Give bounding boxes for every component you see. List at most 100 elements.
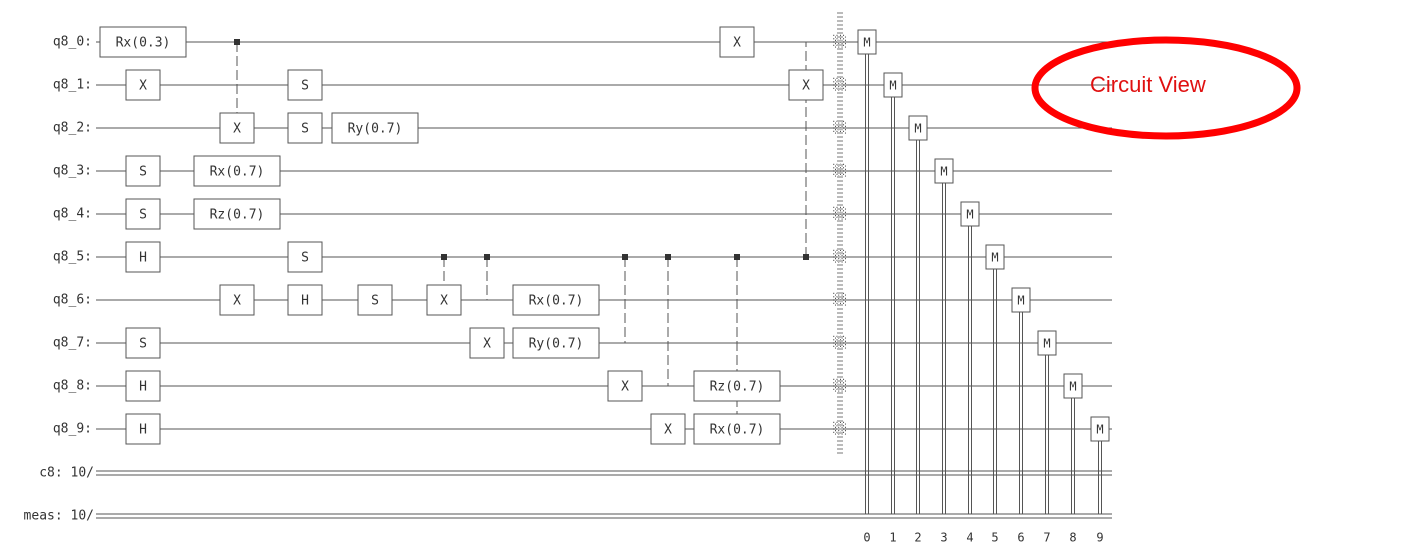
gate-box: [719, 26, 755, 58]
measure-index: 1: [889, 531, 896, 545]
measure-label: M: [966, 208, 973, 222]
label-layer: q8_0: q8_1: q8_2: q8_3: q8_4: q8_5: q8_6…: [24, 35, 94, 524]
gate-box: [512, 327, 600, 359]
qubit-label: q8_0:: [53, 35, 92, 50]
measure-box: [908, 115, 928, 141]
measure-label: M: [1017, 294, 1024, 308]
gate-box: [193, 198, 281, 230]
gate-box: [125, 198, 161, 230]
gate-label: H: [301, 294, 309, 309]
measure-box: [1011, 287, 1031, 313]
control-dot: [622, 254, 628, 260]
gate-label: H: [139, 251, 147, 266]
gate-box: [788, 69, 824, 101]
gate-label: Rx(0.7): [210, 165, 265, 180]
gate-box: [287, 284, 323, 316]
measure-box: [1090, 416, 1110, 442]
gate-label: H: [139, 380, 147, 395]
gate-box: [219, 284, 255, 316]
gate-box: [287, 241, 323, 273]
gate-label: X: [802, 79, 810, 94]
gate-label: Ry(0.7): [348, 122, 403, 137]
measure-label: M: [1096, 423, 1103, 437]
qubit-label: q8_7:: [53, 336, 92, 351]
gate-label: X: [233, 122, 241, 137]
barrier-mark: ░░: [833, 293, 846, 306]
measure-index: 6: [1017, 531, 1024, 545]
gate-layer: Rx(0.3)XSSHSHHXRx(0.7)Rz(0.7)XSSSHRy(0.7…: [99, 26, 824, 445]
gate-label: Ry(0.7): [529, 337, 584, 352]
gate-box: [125, 155, 161, 187]
gate-label: S: [139, 337, 147, 352]
measure-label: M: [914, 122, 921, 136]
measure-index: 4: [966, 531, 973, 545]
barrier-mark: ░░: [833, 164, 846, 177]
measure-index: 7: [1043, 531, 1050, 545]
gate-label: S: [139, 165, 147, 180]
gate-box: [331, 112, 419, 144]
gate-label: S: [301, 79, 309, 94]
gate-label: Rx(0.3): [116, 36, 171, 51]
measure-label: M: [991, 251, 998, 265]
gate-box: [693, 413, 781, 445]
qubit-label: q8_1:: [53, 78, 92, 93]
measure-index: 5: [991, 531, 998, 545]
measure-index: 2: [914, 531, 921, 545]
gate-label: S: [301, 251, 309, 266]
qubit-label: q8_2:: [53, 121, 92, 136]
qubit-label: q8_4:: [53, 207, 92, 222]
qubit-label: q8_3:: [53, 164, 92, 179]
callout-ellipse: [1031, 36, 1301, 140]
gate-box: [125, 69, 161, 101]
gate-label: X: [483, 337, 491, 352]
gate-label: Rz(0.7): [210, 208, 265, 223]
gate-label: X: [733, 36, 741, 51]
qubit-label: q8_8:: [53, 379, 92, 394]
gate-label: S: [139, 208, 147, 223]
measure-label: M: [1069, 380, 1076, 394]
gate-label: Rx(0.7): [710, 423, 765, 438]
gate-label: Rz(0.7): [710, 380, 765, 395]
control-dot: [484, 254, 490, 260]
gate-box: [219, 112, 255, 144]
gate-box: [125, 370, 161, 402]
measure-box: [1037, 330, 1057, 356]
control-dot: [665, 254, 671, 260]
measure-index: 8: [1069, 531, 1076, 545]
measure-label: M: [940, 165, 947, 179]
barrier-layer: ░░░░░░░░░░░░░░░░░░░░: [833, 12, 847, 455]
measure-box: [1063, 373, 1083, 399]
measure-box: [985, 244, 1005, 270]
measure-box: [857, 29, 877, 55]
qubit-label: q8_5:: [53, 250, 92, 265]
measure-box: [960, 201, 980, 227]
control-dot: [734, 254, 740, 260]
control-dot: [441, 254, 447, 260]
control-dot: [803, 254, 809, 260]
measure-label: M: [863, 36, 870, 50]
measure-index: 0: [863, 531, 870, 545]
measure-box: [934, 158, 954, 184]
measure-box: [883, 72, 903, 98]
barrier-mark: ░░: [833, 336, 846, 349]
gate-label: X: [664, 423, 672, 438]
gate-box: [650, 413, 686, 445]
gate-label: X: [139, 79, 147, 94]
gate-box: [125, 327, 161, 359]
gate-box: [287, 112, 323, 144]
gate-label: S: [371, 294, 379, 309]
measure-label: M: [889, 79, 896, 93]
gate-label: Rx(0.7): [529, 294, 584, 309]
gate-box: [426, 284, 462, 316]
gate-box: [125, 241, 161, 273]
gate-box: [99, 26, 187, 58]
gate-box: [193, 155, 281, 187]
gate-box: [693, 370, 781, 402]
qubit-label: q8_9:: [53, 422, 92, 437]
control-dot: [234, 39, 240, 45]
gate-label: S: [301, 122, 309, 137]
barrier-mark: ░░: [833, 121, 846, 134]
